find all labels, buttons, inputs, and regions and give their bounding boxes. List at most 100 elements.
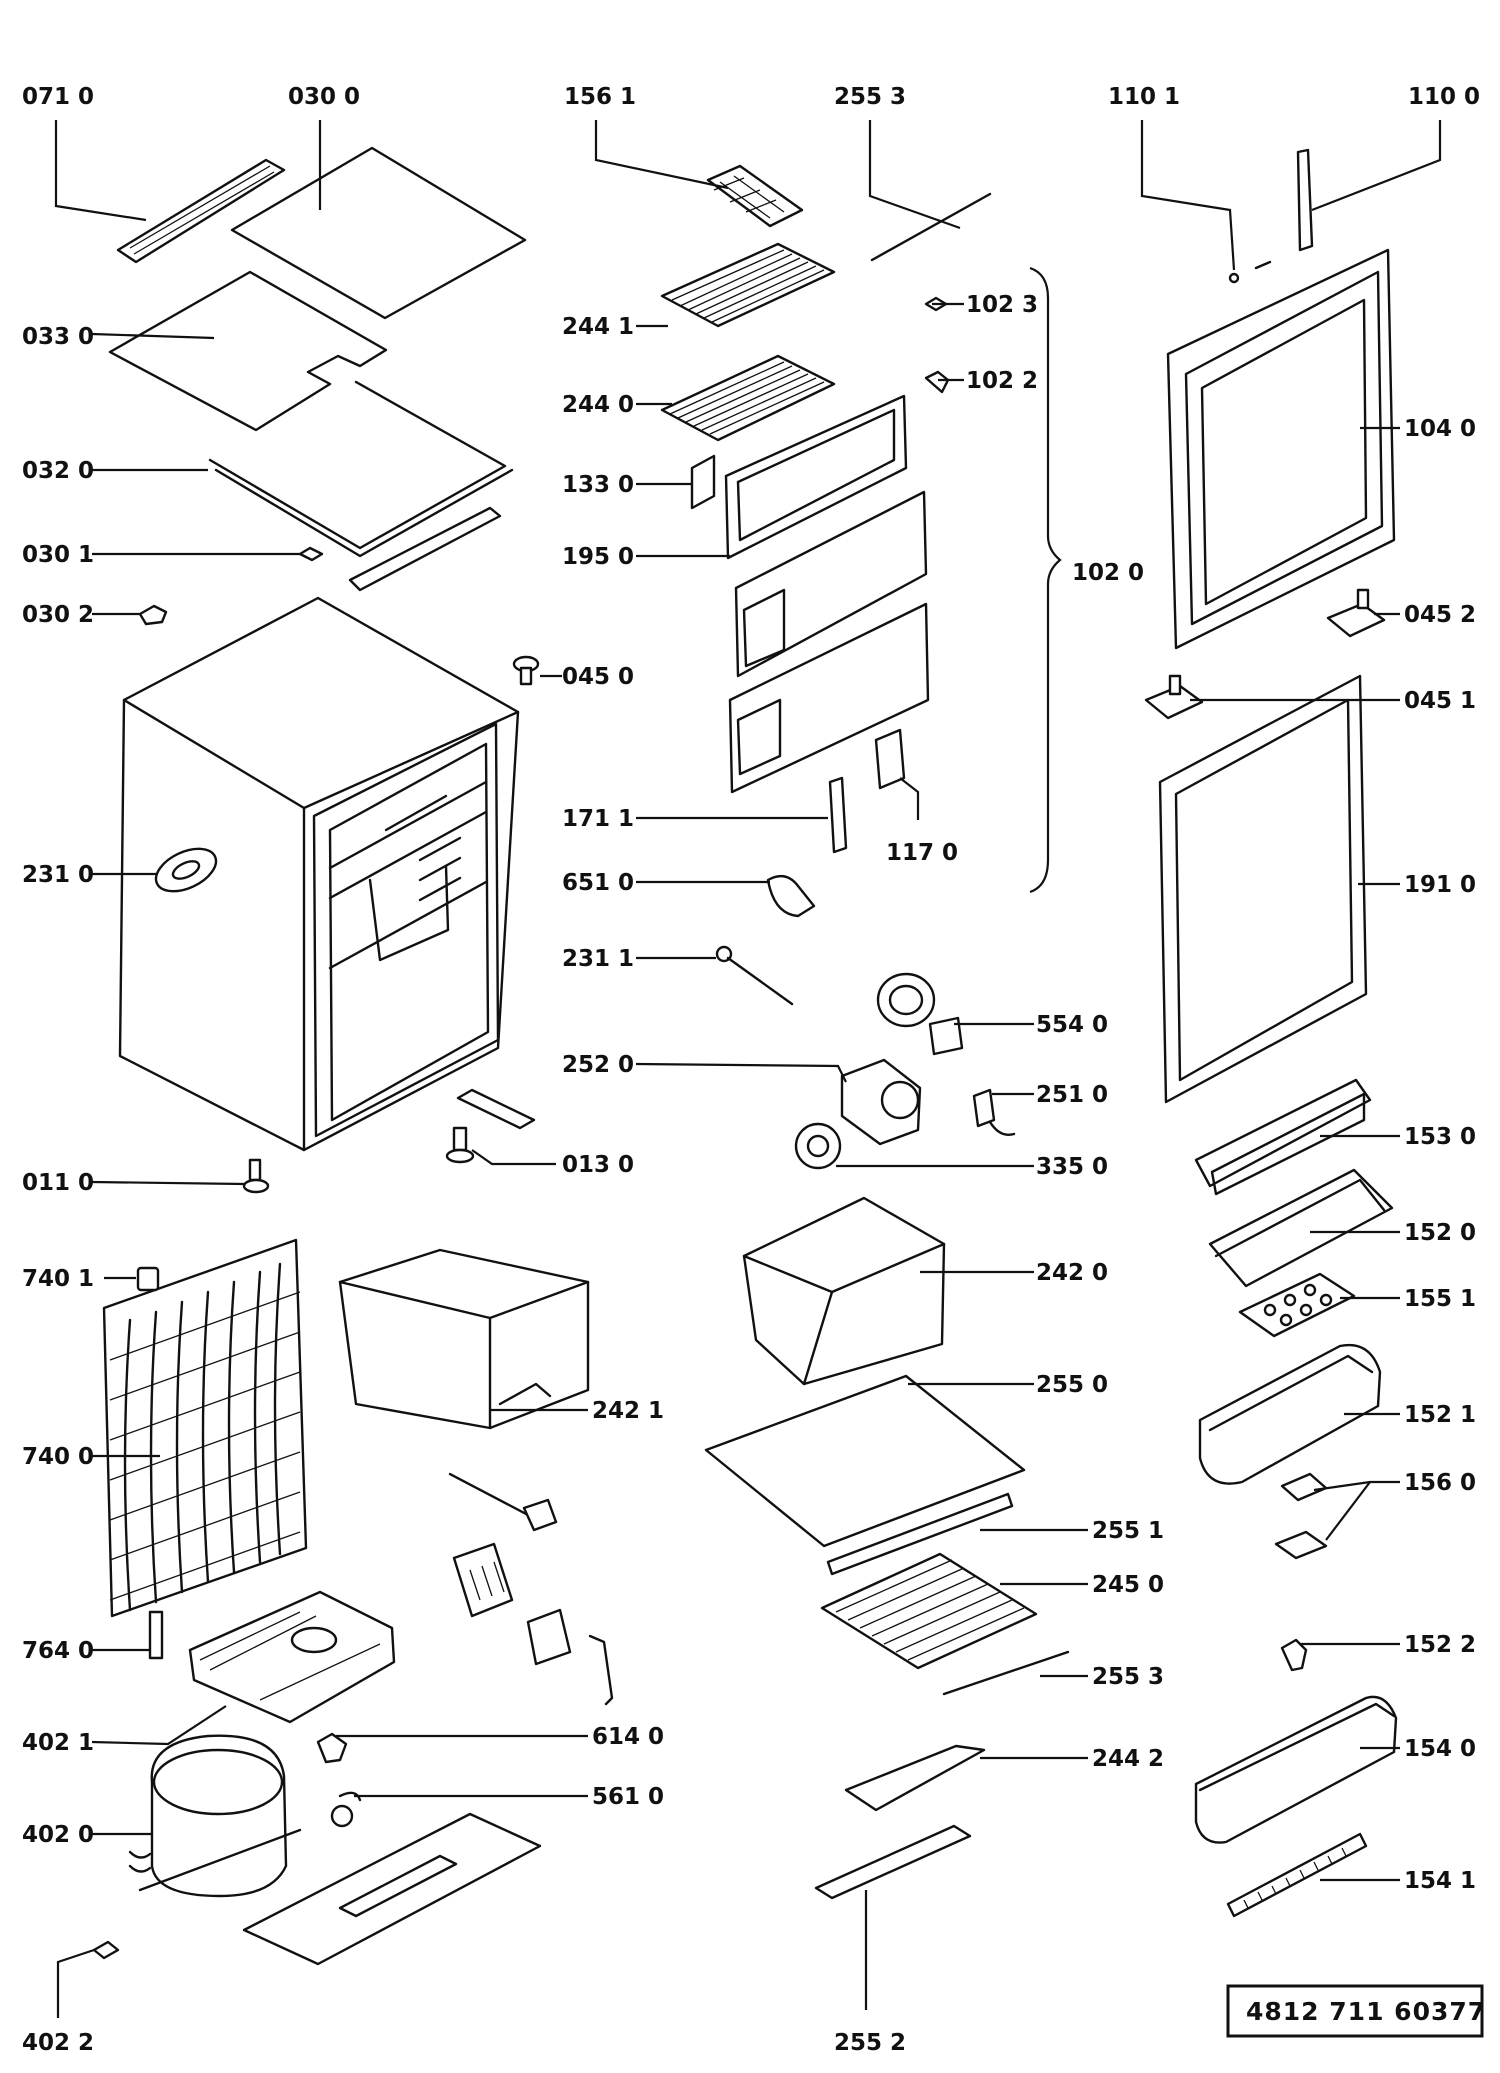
- callout-1023: 102 3: [966, 292, 1038, 318]
- callout-2551: 255 1: [1092, 1518, 1164, 1544]
- part-hinge-0452: [1326, 588, 1386, 638]
- callout-labels: 071 0 030 0 033 0 032 0 030 1 030 2 231 …: [22, 84, 1480, 2056]
- part-rod-2553-top: [870, 192, 992, 262]
- part-shelf-frame-0320: [208, 380, 514, 558]
- callout-0110: 011 0: [22, 1170, 94, 1196]
- callout-2440: 244 0: [562, 392, 634, 418]
- part-base-plate: [242, 1812, 542, 1966]
- part-clip-7401: [136, 1266, 160, 1292]
- part-grille-strip-0710: [116, 158, 286, 264]
- part-door-gasket-1910: [1158, 674, 1368, 1104]
- part-grid-shelf-2441: [660, 242, 836, 328]
- callout-3350: 335 0: [1036, 1154, 1108, 1180]
- part-door-bin-1521: [1198, 1343, 1382, 1485]
- part-bracket: [588, 1634, 614, 1706]
- part-screw-0450: [512, 655, 540, 686]
- part-ice-tray-1561: [706, 164, 804, 228]
- part-thermostat-probe: [448, 1472, 558, 1532]
- callout-6510: 651 0: [562, 870, 634, 896]
- callout-0301: 030 1: [22, 542, 94, 568]
- callout-7401: 740 1: [22, 1266, 94, 1292]
- callout-0452: 045 2: [1404, 602, 1476, 628]
- part-knob-3350: [794, 1122, 842, 1170]
- callout-1170: 117 0: [886, 840, 958, 866]
- part-glass-shelf-2550: [704, 1374, 1026, 1548]
- callout-2552: 255 2: [834, 2030, 906, 2056]
- part-grid-shelf-2440: [660, 354, 836, 442]
- callout-6140: 614 0: [592, 1724, 664, 1750]
- callout-7640: 764 0: [22, 1638, 94, 1664]
- callout-2553-top: 255 3: [834, 84, 906, 110]
- part-strip-2551: [826, 1492, 1014, 1576]
- part-top-shelf-0300: [230, 146, 527, 320]
- callout-5540: 554 0: [1036, 1012, 1108, 1038]
- part-rod-2553-bottom: [942, 1650, 1070, 1696]
- drawing-code-box: 4812 711 60377: [1226, 1984, 1486, 2038]
- part-compressor-tray-4021: [188, 1590, 396, 1724]
- part-glass-2442: [844, 1744, 986, 1812]
- callout-1020: 102 0: [1072, 560, 1144, 586]
- callout-2550: 255 0: [1036, 1372, 1108, 1398]
- callout-2520: 252 0: [562, 1052, 634, 1078]
- drawing-code: 4812 711 60377: [1246, 1997, 1486, 2026]
- callout-0300: 030 0: [288, 84, 360, 110]
- callout-1530: 153 0: [1404, 1124, 1476, 1150]
- part-door-1040: [1166, 248, 1396, 650]
- part-clip-0301: [298, 546, 324, 562]
- part-bin-2420: [742, 1196, 946, 1386]
- callout-2553-bottom: 255 3: [1092, 1664, 1164, 1690]
- callout-1040: 104 0: [1404, 416, 1476, 442]
- part-condenser-7400: [102, 1238, 308, 1618]
- callout-1560: 156 0: [1404, 1470, 1476, 1496]
- part-bracket-1170: [874, 728, 906, 790]
- leader-lines: [54, 120, 1442, 2018]
- part-lamp-6510: [766, 874, 816, 918]
- part-egg-tray-1551: [1238, 1272, 1356, 1338]
- part-cabinet-body: [118, 596, 520, 1152]
- part-foot-0110: [242, 1158, 270, 1194]
- callout-1561: 156 1: [564, 84, 636, 110]
- callout-1522: 152 2: [1404, 1632, 1476, 1658]
- callout-2421: 242 1: [592, 1398, 664, 1424]
- part-lamp-cover-2310: [154, 847, 218, 893]
- callout-0330: 033 0: [22, 324, 94, 350]
- part-crisper-bin-2421: [338, 1248, 590, 1430]
- callout-1100: 110 0: [1408, 84, 1480, 110]
- part-capacitor-block: [526, 1608, 572, 1666]
- callout-5610: 561 0: [592, 1784, 664, 1810]
- part-door-bin-1540: [1194, 1695, 1398, 1844]
- part-hinge-0130: [445, 1088, 536, 1164]
- callout-2442: 244 2: [1092, 1746, 1164, 1772]
- part-handle-1100: [1296, 148, 1314, 252]
- part-connector-6140: [316, 1732, 348, 1764]
- part-clip-0302: [138, 604, 168, 626]
- callout-4021: 402 1: [22, 1730, 94, 1756]
- group-brace-1020: [1029, 266, 1062, 894]
- part-lamp-cover-inner: [171, 860, 201, 880]
- callout-1022: 102 2: [966, 368, 1038, 394]
- part-sensor-2311: [715, 945, 794, 1006]
- part-cover-plate-0330: [108, 270, 388, 432]
- part-thermostat-2520: [840, 1058, 922, 1146]
- part-washer-4022: [92, 1940, 120, 1960]
- callout-1541: 154 1: [1404, 1868, 1476, 1894]
- callout-2311: 231 1: [562, 946, 634, 972]
- callout-1910: 191 0: [1404, 872, 1476, 898]
- part-pipe-7640: [148, 1610, 164, 1660]
- part-evaporator-frame-1950: [724, 394, 908, 560]
- part-light-ring-5540: [876, 972, 964, 1056]
- part-compressor-4020: [128, 1734, 302, 1898]
- callout-1711: 171 1: [562, 806, 634, 832]
- part-relay-block: [452, 1542, 514, 1618]
- part-glass-2552: [814, 1824, 972, 1900]
- part-switch-2510: [972, 1088, 1016, 1136]
- callout-1540: 154 0: [1404, 1736, 1476, 1762]
- part-grid-shelf-2450: [820, 1552, 1038, 1670]
- callout-0302: 030 2: [22, 602, 94, 628]
- callout-1950: 195 0: [562, 544, 634, 570]
- part-hinge-0451: [1144, 674, 1204, 720]
- callout-1520: 152 0: [1404, 1220, 1476, 1246]
- callout-2510: 251 0: [1036, 1082, 1108, 1108]
- part-strip-below-frame: [348, 506, 502, 592]
